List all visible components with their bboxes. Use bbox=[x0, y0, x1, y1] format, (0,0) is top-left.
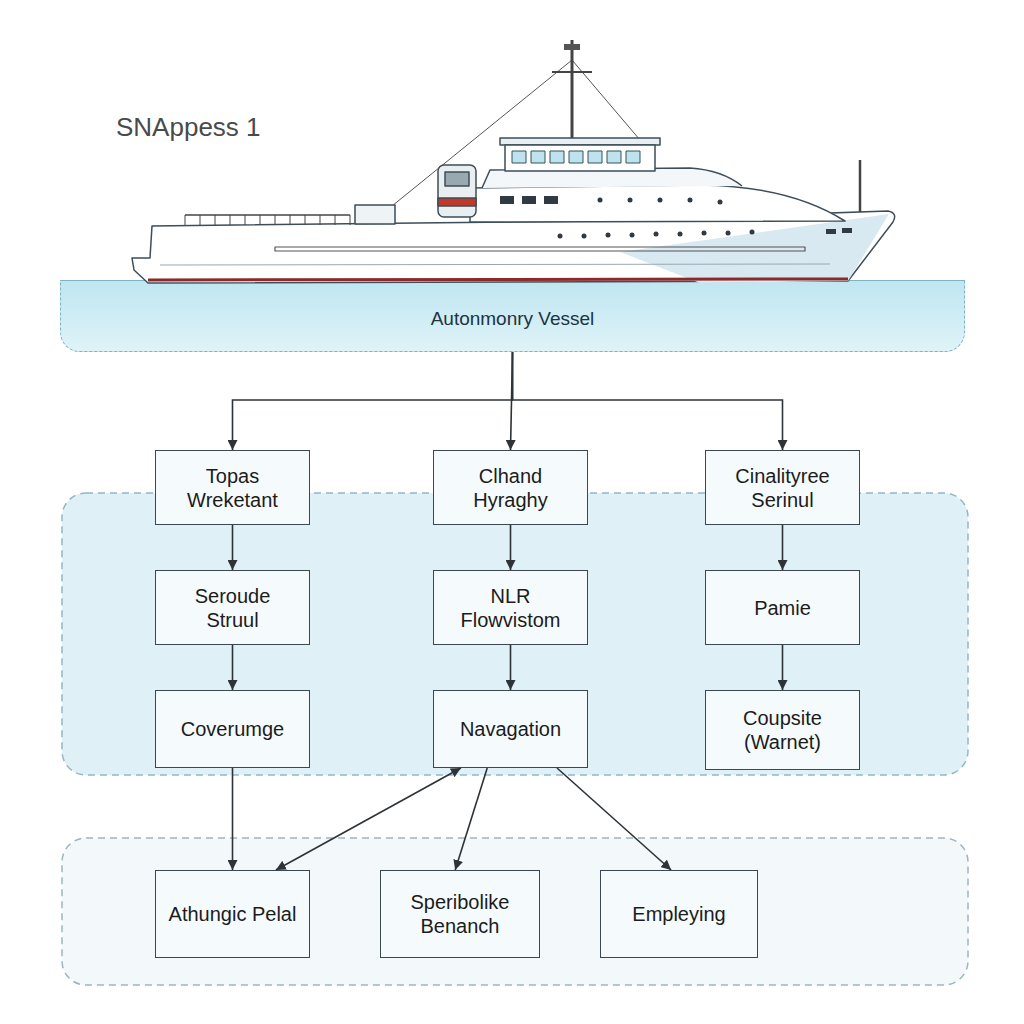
portholes bbox=[500, 196, 852, 239]
funnel-window bbox=[445, 172, 469, 186]
flow-arrow bbox=[455, 768, 487, 870]
deck-box bbox=[355, 205, 395, 224]
bridge bbox=[505, 145, 655, 171]
rub-rail bbox=[275, 247, 805, 251]
diagram-title: SNAppess 1 bbox=[116, 112, 261, 143]
waterline-stripe bbox=[148, 279, 848, 280]
bow-mast bbox=[859, 160, 862, 214]
process-box: Topas Wreketant bbox=[155, 450, 310, 525]
box-label: Cinalityree Serinul bbox=[718, 464, 847, 512]
flow-arrow bbox=[510, 525, 512, 570]
flow-arrow bbox=[232, 525, 234, 570]
box-label: Empleying bbox=[632, 902, 725, 926]
box-label: Coverumge bbox=[181, 717, 284, 741]
process-box: Cinalityree Serinul bbox=[705, 450, 860, 525]
box-label: Coupsite (Warnet) bbox=[718, 706, 847, 754]
group-band bbox=[62, 838, 968, 985]
mast-crossbar bbox=[552, 71, 592, 73]
process-box: Navagation bbox=[433, 690, 588, 768]
cabin bbox=[470, 185, 845, 222]
flow-arrow bbox=[513, 352, 783, 450]
flow-arrow bbox=[511, 352, 513, 450]
mast bbox=[571, 40, 574, 138]
box-label: NLR Flowvistom bbox=[446, 584, 575, 632]
box-label: Athungic Pelal bbox=[169, 902, 297, 926]
box-label: Pamie bbox=[754, 596, 811, 620]
flow-arrow bbox=[232, 645, 234, 690]
bridge-windows bbox=[512, 151, 640, 163]
band-label: Autonmonry Vessel bbox=[431, 308, 595, 330]
bridge-roof bbox=[500, 138, 660, 145]
rigging-line bbox=[392, 60, 572, 206]
process-box: Speribolike Benanch bbox=[380, 870, 540, 958]
radar bbox=[564, 44, 580, 50]
box-label: Speribolike Benanch bbox=[393, 890, 527, 938]
process-box: Empleying bbox=[600, 870, 758, 958]
funnel-band bbox=[438, 198, 476, 206]
hull-line bbox=[160, 264, 830, 265]
flow-arrow bbox=[782, 525, 784, 570]
flow-arrow bbox=[510, 645, 512, 690]
hull-shading bbox=[620, 214, 889, 283]
flow-arrow bbox=[557, 768, 671, 870]
process-box: Coverumge bbox=[155, 690, 310, 768]
box-label: Seroude Struul bbox=[168, 584, 297, 632]
box-label: Clhand Hyraghy bbox=[446, 464, 575, 512]
process-box: Coupsite (Warnet) bbox=[705, 690, 860, 770]
process-box: Seroude Struul bbox=[155, 570, 310, 645]
upper-deck bbox=[482, 168, 742, 188]
process-box: Pamie bbox=[705, 570, 860, 645]
box-label: Navagation bbox=[460, 717, 561, 741]
flow-arrow bbox=[276, 768, 461, 870]
process-box: Clhand Hyraghy bbox=[433, 450, 588, 525]
water-band: Autonmonry Vessel bbox=[60, 280, 965, 352]
flow-arrow bbox=[782, 645, 784, 690]
process-box: NLR Flowvistom bbox=[433, 570, 588, 645]
process-box: Athungic Pelal bbox=[155, 870, 310, 958]
railing-posts bbox=[185, 215, 350, 225]
group-band bbox=[62, 493, 968, 775]
rigging-line bbox=[572, 60, 640, 140]
funnel bbox=[438, 165, 476, 217]
ship-drawing bbox=[132, 40, 895, 283]
flow-arrow bbox=[233, 352, 513, 450]
box-label: Topas Wreketant bbox=[168, 464, 297, 512]
ship-hull bbox=[132, 211, 895, 283]
flow-arrow bbox=[232, 768, 234, 870]
railing bbox=[185, 214, 350, 216]
